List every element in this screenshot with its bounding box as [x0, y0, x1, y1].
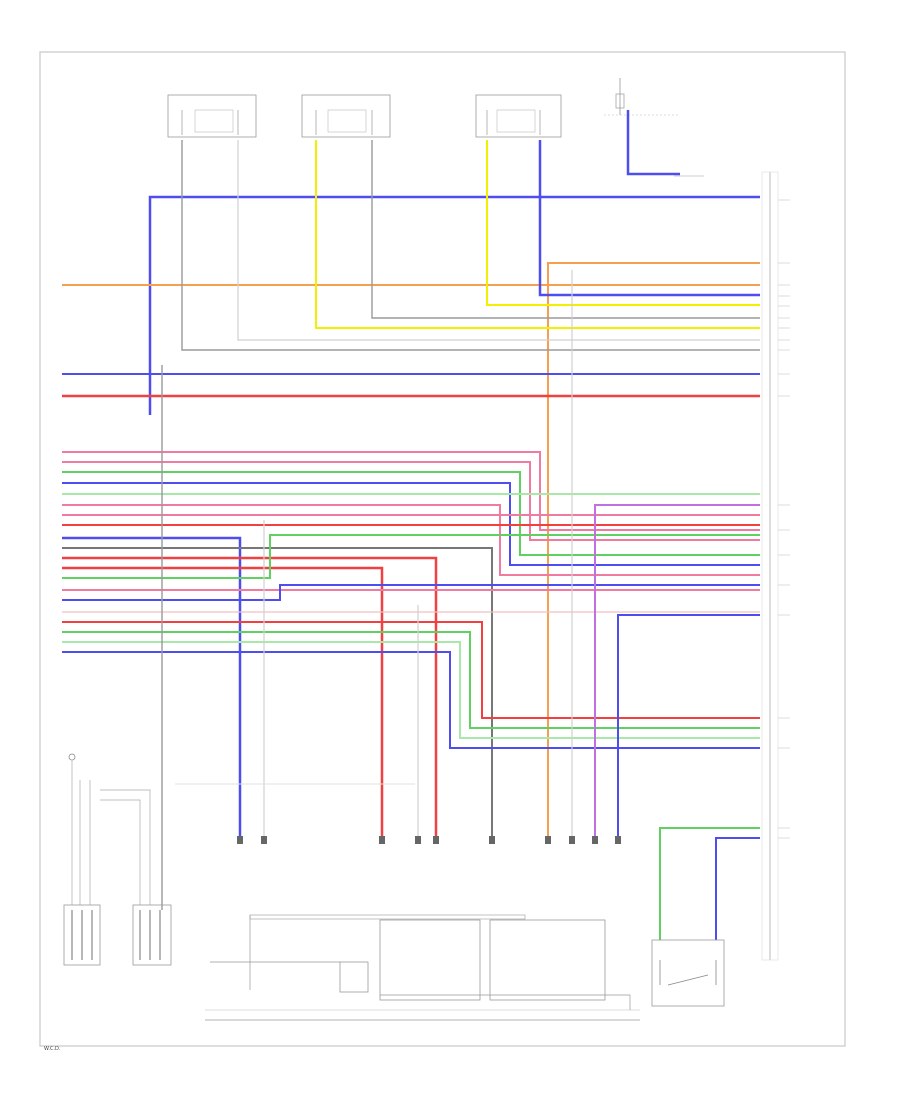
wire-yellow-middle [315, 140, 760, 329]
left-ground-icon [68, 753, 76, 905]
wire-blue-top [148, 195, 760, 415]
top-component-middle [301, 94, 391, 138]
bottom-left-code: W.C.D. [44, 1046, 61, 1052]
lower-right-switch [651, 939, 725, 1007]
power-switch-module [205, 914, 640, 1021]
left-lower-connector-b [100, 789, 172, 966]
wire-gray-left [181, 140, 760, 351]
top-component-right [475, 94, 562, 138]
wire-lightgray-left [237, 140, 760, 341]
wire-yellow-right [486, 140, 760, 306]
top-component-left [167, 94, 257, 138]
wire-terminals [237, 836, 621, 844]
wire-blue-right [538, 140, 760, 297]
ecu-connector [761, 171, 779, 961]
diagram-frame [39, 51, 846, 1047]
wire-blue-topright [626, 110, 680, 176]
left-lower-connector-a [63, 780, 101, 966]
connector-pin-marks [778, 199, 790, 839]
wire-gray-middle [371, 140, 760, 319]
wire-bundle [62, 110, 760, 940]
top-right-fuse [604, 78, 704, 177]
wire-orange-right [547, 262, 760, 840]
